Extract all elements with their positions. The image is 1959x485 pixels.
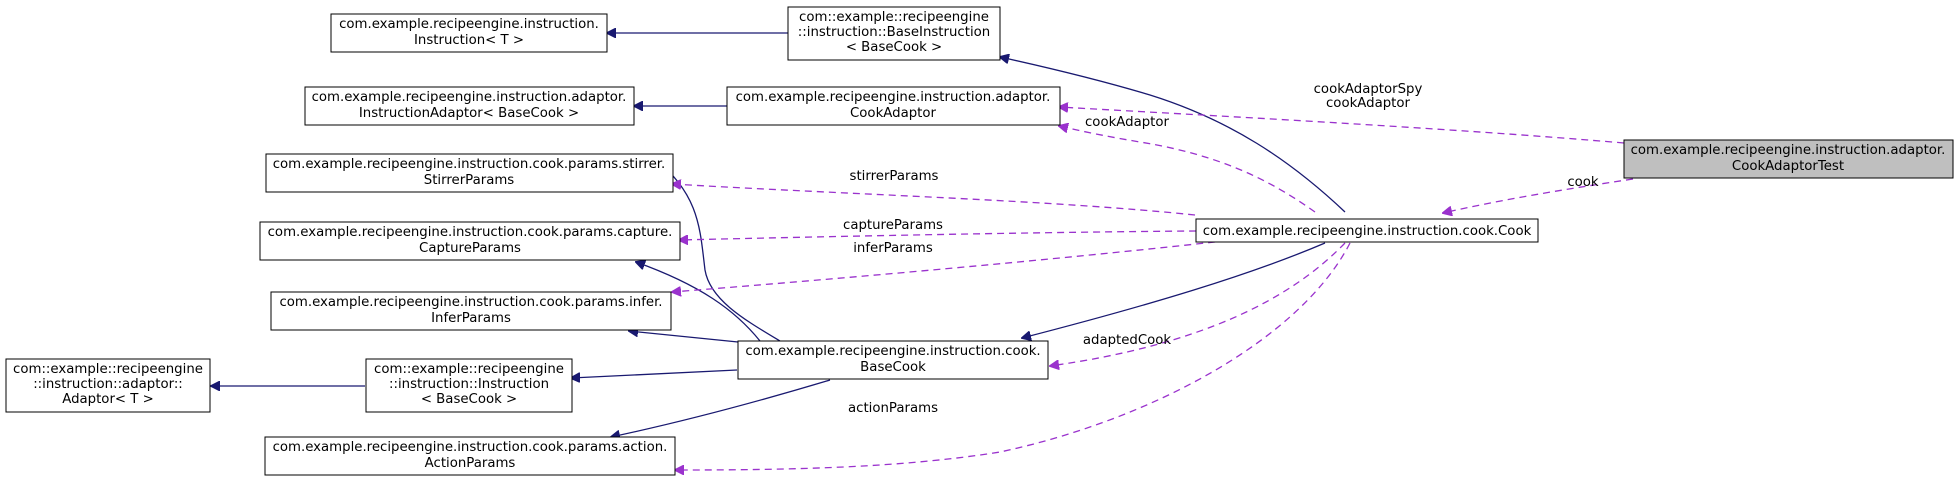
- edge-cook-to-infer-params: [672, 241, 1216, 292]
- edge-label-cook-adaptor-spy: cookAdaptorSpy: [1314, 82, 1423, 97]
- class-node-base-instruction[interactable]: com::example::recipeengine ::instruction…: [787, 6, 1001, 61]
- node-label-line-1: com.example.recipeengine.instruction.coo…: [273, 157, 666, 172]
- edge-label-cook: cook: [1567, 175, 1599, 190]
- inheritance-edges: [211, 33, 1346, 437]
- class-node-base-cook[interactable]: com.example.recipeengine.instruction.coo…: [737, 340, 1049, 380]
- node-label-line-3: Adaptor< T >: [62, 392, 154, 407]
- class-node-adaptor[interactable]: com::example::recipeengine ::instruction…: [5, 358, 211, 413]
- node-label-line-2: CookAdaptor: [850, 106, 936, 121]
- node-label-line-1: com.example.recipeengine.instruction.ada…: [736, 90, 1051, 105]
- edge-cook-to-cook-adaptor: [1059, 126, 1316, 213]
- node-label-line-2: ::instruction::adaptor::: [33, 377, 183, 392]
- edge-base-cook-to-stirrer-params: [655, 159, 781, 342]
- edge-label-cook-adaptor-field: cookAdaptor: [1326, 96, 1411, 111]
- node-label-line-2: InstructionAdaptor< BaseCook >: [359, 106, 579, 121]
- edge-base-cook-to-action-params: [611, 379, 831, 437]
- edge-cook-to-capture-params: [679, 230, 1197, 240]
- node-label-line-3: < BaseCook >: [846, 40, 942, 55]
- edge-base-cook-to-instruction-basecook: [571, 369, 738, 378]
- usage-edges: [672, 107, 1634, 470]
- edge-label-adapted-cook: adaptedCook: [1083, 333, 1172, 348]
- node-label-line-2: StirrerParams: [424, 173, 515, 188]
- edge-label-cook-adaptor: cookAdaptor: [1085, 115, 1170, 130]
- edge-cook-to-base-cook-adapted: [1050, 242, 1346, 366]
- edge-label-capture-params: captureParams: [843, 218, 943, 233]
- node-label-line-1: com.example.recipeengine.instruction.coo…: [1203, 224, 1532, 239]
- node-label-line-1: com.example.recipeengine.instruction.coo…: [273, 440, 668, 455]
- class-node-infer-params[interactable]: com.example.recipeengine.instruction.coo…: [270, 291, 672, 331]
- node-label-line-1: com.example.recipeengine.instruction.ada…: [1631, 143, 1946, 158]
- node-label-line-3: < BaseCook >: [421, 392, 517, 407]
- class-node-instruction[interactable]: com.example.recipeengine.instruction. In…: [330, 13, 608, 53]
- edge-cook-to-action-params: [675, 242, 1351, 470]
- node-label-line-2: Instruction< T >: [414, 33, 524, 48]
- node-label-line-2: CaptureParams: [419, 241, 521, 256]
- edge-cook-to-base-cook: [1022, 242, 1326, 338]
- edge-base-cook-to-capture-params: [636, 262, 761, 342]
- node-label-line-1: com.example.recipeengine.instruction.coo…: [268, 225, 673, 240]
- node-label-line-1: com.example.recipeengine.instruction.ada…: [312, 90, 627, 105]
- node-label-line-1: com::example::recipeengine: [799, 10, 989, 25]
- edge-test-to-cook-adaptor: [1059, 107, 1625, 144]
- node-label-line-1: com::example::recipeengine: [374, 362, 564, 377]
- node-label-line-1: com.example.recipeengine.instruction.: [339, 17, 599, 32]
- class-node-action-params[interactable]: com.example.recipeengine.instruction.coo…: [264, 436, 676, 476]
- class-node-instruction-adaptor[interactable]: com.example.recipeengine.instruction.ada…: [304, 86, 635, 126]
- node-label-line-2: ActionParams: [425, 456, 516, 471]
- node-label-line-1: com::example::recipeengine: [13, 362, 203, 377]
- node-label-line-2: InferParams: [431, 311, 511, 326]
- class-node-cook-adaptor-test[interactable]: com.example.recipeengine.instruction.ada…: [1623, 139, 1954, 179]
- edge-base-cook-to-infer-params: [629, 331, 739, 343]
- class-node-cook[interactable]: com.example.recipeengine.instruction.coo…: [1195, 218, 1539, 243]
- edge-cook-to-base-instruction: [1000, 57, 1346, 213]
- edge-label-action-params: actionParams: [848, 401, 938, 416]
- edge-test-to-cook: [1443, 178, 1634, 213]
- class-node-instruction-basecook[interactable]: com::example::recipeengine ::instruction…: [365, 358, 573, 413]
- node-label-line-1: com.example.recipeengine.instruction.coo…: [279, 295, 662, 310]
- class-node-capture-params[interactable]: com.example.recipeengine.instruction.coo…: [259, 221, 681, 261]
- node-label-line-2: ::instruction::Instruction: [389, 377, 549, 392]
- edge-label-stirrer-params: stirrerParams: [850, 169, 939, 184]
- node-label-line-2: BaseCook: [860, 360, 926, 375]
- edge-cook-to-stirrer-params: [672, 184, 1196, 216]
- edge-label-infer-params: inferParams: [853, 241, 933, 256]
- node-label-line-2: ::instruction::BaseInstruction: [798, 25, 990, 40]
- node-label-line-2: CookAdaptorTest: [1732, 159, 1844, 174]
- class-node-stirrer-params[interactable]: com.example.recipeengine.instruction.coo…: [265, 153, 674, 193]
- node-label-line-1: com.example.recipeengine.instruction.coo…: [745, 344, 1040, 359]
- edge-labels: cookAdaptorSpy cookAdaptor cookAdaptor c…: [843, 82, 1599, 416]
- class-node-cook-adaptor[interactable]: com.example.recipeengine.instruction.ada…: [726, 86, 1061, 126]
